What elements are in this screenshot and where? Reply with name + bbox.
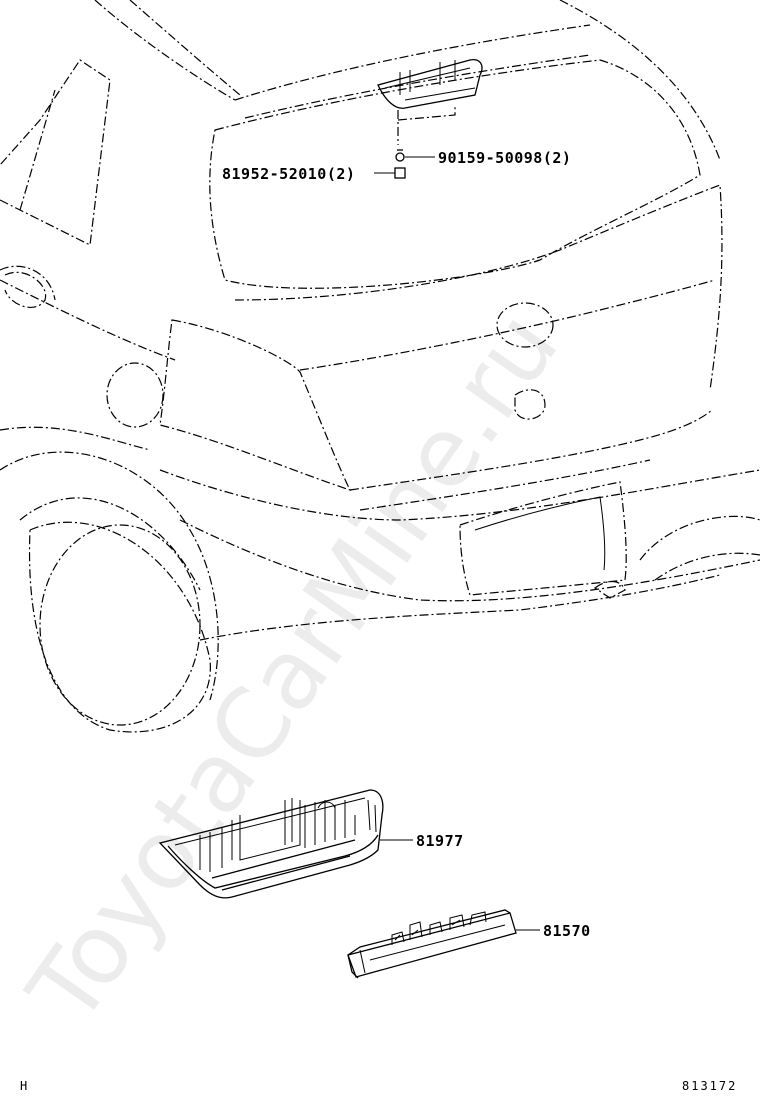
bolt-icon (395, 149, 405, 162)
watermark-text: ToyotaCarMine.ru (7, 292, 580, 1044)
label-bolt: 90159-50098(2) (438, 149, 571, 167)
footer-code-right: 813172 (682, 1079, 737, 1093)
nut-icon (394, 167, 406, 179)
lamp-cover-part (158, 789, 384, 899)
label-lamp: 81570 (543, 922, 591, 940)
car-rear-outline (0, 0, 760, 733)
stop-lamp-part (347, 909, 517, 979)
footer-code-left: H (20, 1079, 29, 1093)
label-cover: 81977 (416, 832, 464, 850)
label-nut: 81952-52010(2) (222, 165, 355, 183)
